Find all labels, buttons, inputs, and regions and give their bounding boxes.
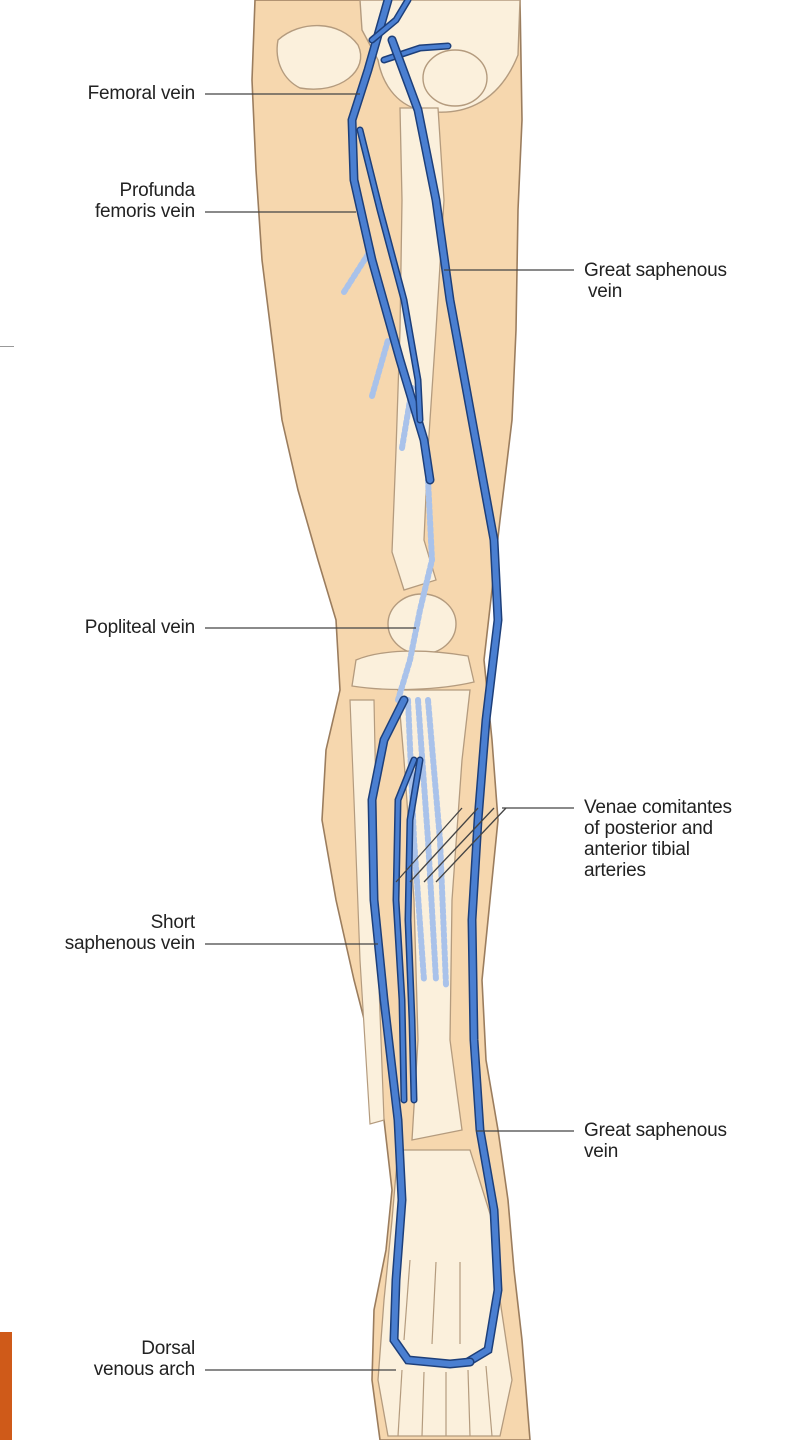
label-popliteal-vein: Popliteal vein	[85, 617, 195, 638]
label-great-saphenous-vein-lower: Great saphenous vein	[584, 1120, 727, 1162]
label-short-saphenous-vein: Short saphenous vein	[65, 912, 195, 954]
label-profunda-femoris-vein: Profunda femoris vein	[95, 180, 195, 222]
femoral-head	[423, 50, 487, 106]
label-femoral-vein: Femoral vein	[88, 83, 195, 104]
label-great-saphenous-vein-upper: Great saphenous vein	[584, 260, 727, 302]
label-venae-comitantes: Venae comitantes of posterior and anteri…	[584, 797, 732, 881]
label-dorsal-venous-arch: Dorsal venous arch	[94, 1338, 195, 1380]
